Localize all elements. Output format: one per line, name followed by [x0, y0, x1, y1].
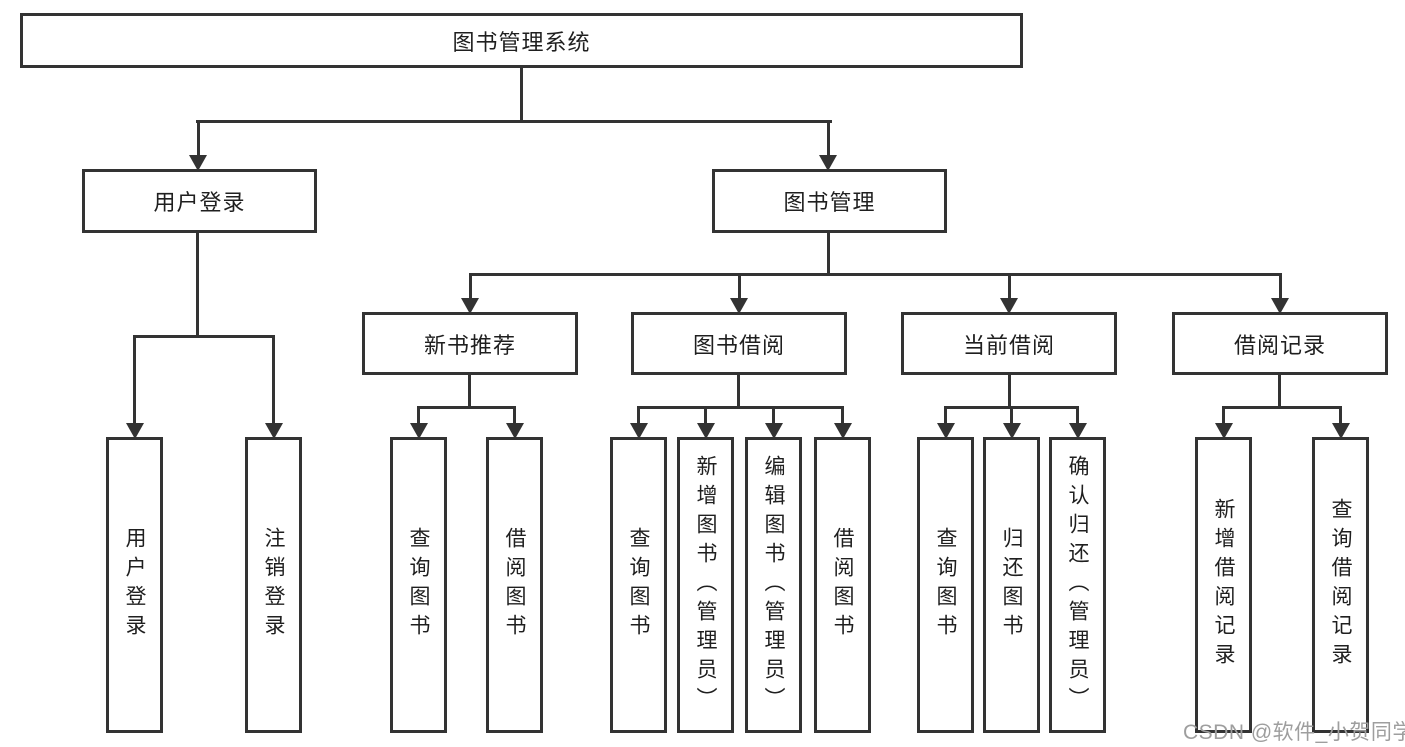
arrowhead-icon: [833, 423, 852, 439]
arrowhead-icon: [1068, 423, 1087, 439]
arrowhead-icon: [461, 298, 479, 314]
node-book-management-label: 图书管理: [783, 190, 876, 215]
arrow-shaft: [133, 335, 136, 423]
arrow-shaft: [1222, 406, 1225, 423]
arrowhead-icon: [730, 298, 748, 314]
leaf-borrowing-query-books-label: 查询图书: [627, 527, 650, 643]
leaf-borrowing-add-books: 新增图书（管理员）: [677, 437, 734, 733]
connector-line: [1008, 375, 1011, 408]
leaf-current-return-books-label: 归还图书: [1000, 527, 1023, 643]
node-current-borrowing-label: 当前借阅: [962, 332, 1055, 358]
node-book-borrowing-label: 图书借阅: [692, 332, 785, 358]
arrowhead-icon: [1000, 298, 1018, 314]
node-current-borrowing: 当前借阅: [901, 312, 1117, 375]
node-new-book-recommend-label: 新书推荐: [423, 332, 516, 358]
arrow-shaft: [737, 273, 741, 298]
node-root-label: 图书管理系统: [452, 29, 591, 55]
leaf-recommend-query-books-label: 查询图书: [407, 527, 430, 643]
node-root: 图书管理系统: [20, 13, 1023, 68]
arrow-shaft: [468, 273, 472, 298]
arrow-shaft: [1010, 406, 1013, 423]
node-new-book-recommend: 新书推荐: [362, 312, 578, 375]
leaf-user-login: 用户登录: [106, 437, 163, 733]
leaf-borrowing-edit-books: 编辑图书（管理员）: [745, 437, 802, 733]
connector-line: [468, 375, 471, 408]
leaf-recommend-borrow-books: 借阅图书: [486, 437, 543, 733]
leaf-current-query-books-label: 查询图书: [934, 527, 957, 643]
node-borrowing-records: 借阅记录: [1172, 312, 1388, 375]
connector-line: [637, 406, 844, 409]
leaf-borrowing-borrow-books: 借阅图书: [814, 437, 871, 733]
node-user-login-label: 用户登录: [153, 190, 246, 215]
arrowhead-icon: [696, 423, 715, 439]
arrowhead-icon: [505, 423, 524, 439]
leaf-recommend-query-books: 查询图书: [390, 437, 447, 733]
arrowhead-icon: [409, 423, 428, 439]
arrow-shaft: [637, 406, 640, 423]
leaf-recommend-borrow-books-label: 借阅图书: [503, 527, 526, 643]
connector-line: [133, 335, 275, 338]
connector-line: [196, 233, 199, 338]
leaf-current-query-books: 查询图书: [917, 437, 974, 733]
leaf-logout: 注销登录: [245, 437, 302, 733]
leaf-current-return-books: 归还图书: [983, 437, 1040, 733]
arrow-shaft: [513, 406, 516, 423]
connector-line: [520, 68, 523, 122]
arrowhead-icon: [819, 155, 837, 171]
arrowhead-icon: [1331, 423, 1350, 439]
arrow-shaft: [1076, 406, 1079, 423]
arrowhead-icon: [189, 155, 207, 171]
arrow-shaft: [1278, 273, 1282, 298]
arrowhead-icon: [264, 423, 283, 439]
watermark: CSDN @软件_小贺同学: [1183, 721, 1405, 744]
leaf-logout-label: 注销登录: [262, 527, 285, 643]
arrow-shaft: [417, 406, 420, 423]
arrow-shaft: [1007, 273, 1011, 298]
node-user-login: 用户登录: [82, 169, 317, 233]
arrow-shaft: [826, 120, 830, 155]
connector-line: [827, 233, 830, 275]
leaf-records-add-record: 新增借阅记录: [1195, 437, 1252, 733]
leaf-user-login-label: 用户登录: [123, 527, 146, 643]
node-borrowing-records-label: 借阅记录: [1233, 332, 1326, 358]
leaf-current-confirm-return: 确认归还（管理员）: [1049, 437, 1106, 733]
leaf-records-query-record-label: 查询借阅记录: [1329, 498, 1352, 672]
leaf-records-add-record-label: 新增借阅记录: [1212, 498, 1235, 672]
leaf-records-query-record: 查询借阅记录: [1312, 437, 1369, 733]
leaf-current-confirm-return-label: 确认归还（管理员）: [1066, 454, 1089, 716]
leaf-borrowing-query-books: 查询图书: [610, 437, 667, 733]
connector-line: [1222, 406, 1342, 409]
arrow-shaft: [272, 335, 275, 423]
arrow-shaft: [704, 406, 707, 423]
connector-line: [417, 406, 516, 409]
arrowhead-icon: [125, 423, 144, 439]
arrowhead-icon: [1214, 423, 1233, 439]
arrow-shaft: [944, 406, 947, 423]
arrowhead-icon: [764, 423, 783, 439]
node-book-borrowing: 图书借阅: [631, 312, 847, 375]
arrowhead-icon: [936, 423, 955, 439]
arrowhead-icon: [1002, 423, 1021, 439]
arrow-shaft: [196, 120, 200, 155]
connector-line: [737, 375, 740, 408]
arrowhead-icon: [1271, 298, 1289, 314]
leaf-borrowing-borrow-books-label: 借阅图书: [831, 527, 854, 643]
connector-line: [1278, 375, 1281, 408]
connector-line: [469, 273, 1282, 276]
leaf-borrowing-edit-books-label: 编辑图书（管理员）: [762, 454, 785, 716]
arrow-shaft: [772, 406, 775, 423]
arrow-shaft: [1339, 406, 1342, 423]
connector-line: [196, 120, 832, 123]
node-book-management: 图书管理: [712, 169, 947, 233]
leaf-borrowing-add-books-label: 新增图书（管理员）: [694, 454, 717, 716]
arrow-shaft: [841, 406, 844, 423]
arrowhead-icon: [629, 423, 648, 439]
